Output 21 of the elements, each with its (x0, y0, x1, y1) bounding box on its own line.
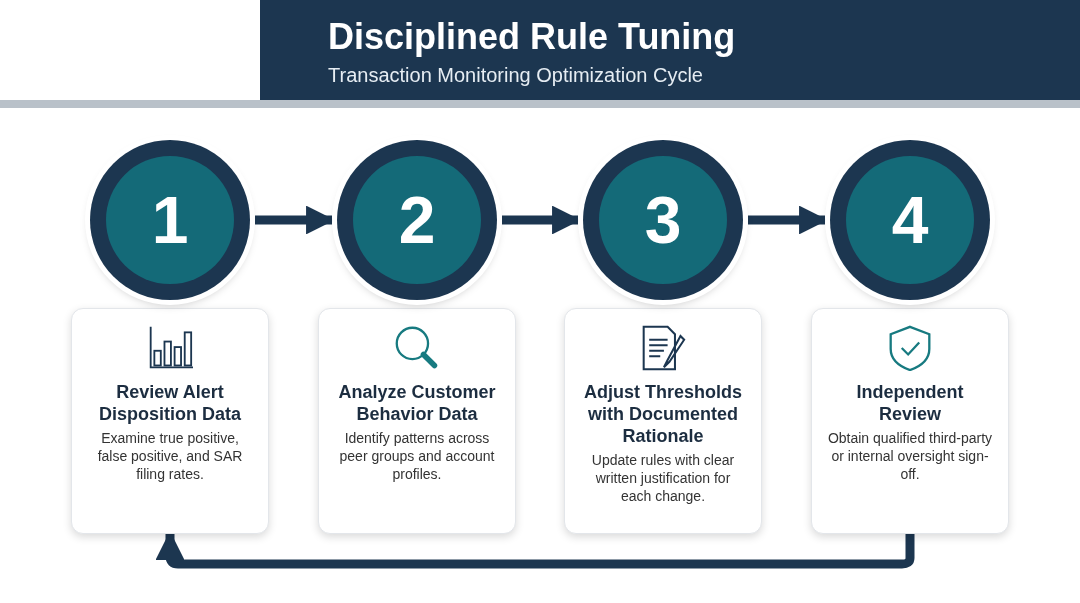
step-description: Identify patterns across peer groups and account profiles. (338, 429, 496, 483)
step-heading: Review Alert Disposition Data (98, 381, 242, 425)
arrow (255, 205, 335, 235)
step-heading: Independent Review (855, 381, 965, 425)
step-description: Obtain qualified third-party or internal oversight sign-off. (826, 429, 994, 483)
step-description: Update rules with clear written justification for each change. (590, 451, 736, 505)
step-heading: Adjust Thresholds with Documented Rationale (583, 381, 743, 447)
step-card (71, 308, 269, 534)
step-card (564, 308, 762, 534)
subtitle: Transaction Monitoring Optimization Cycle (328, 64, 703, 87)
arrow (502, 205, 581, 235)
step-card (811, 308, 1009, 534)
step-description: Examine true positive, false positive, and SAR filing rates. (96, 429, 244, 483)
step-number: 3 (643, 182, 683, 259)
step-card (318, 308, 516, 534)
step-number: 4 (890, 182, 930, 259)
step-heading: Analyze Customer Behavior Data (337, 381, 497, 425)
step-number: 2 (397, 182, 437, 259)
arrow (748, 205, 828, 235)
title: Disciplined Rule Tuning (328, 16, 736, 58)
step-number: 1 (150, 182, 190, 259)
